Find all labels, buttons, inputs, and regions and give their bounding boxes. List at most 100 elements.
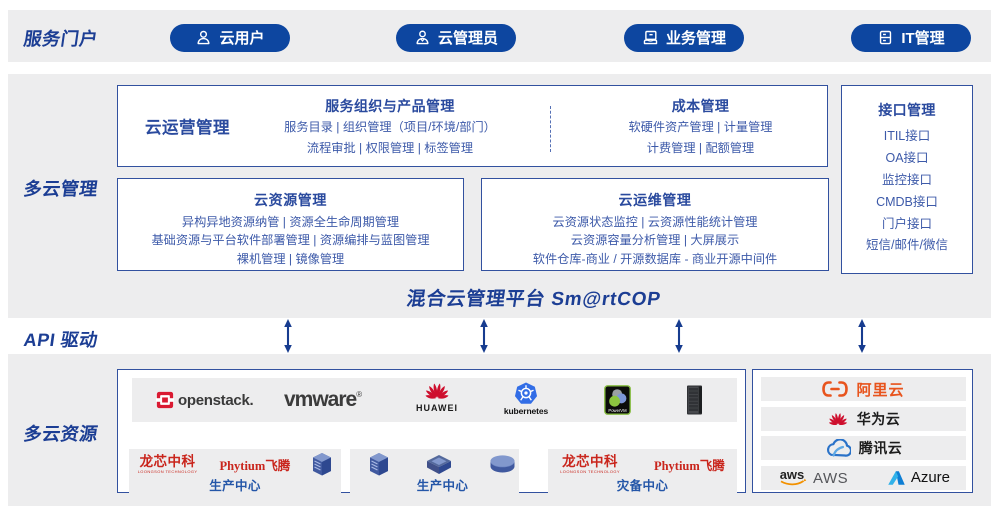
portal-pill-label: 云管理员	[437, 30, 498, 47]
portal-pill-business-mgmt[interactable]: 业务管理	[624, 23, 744, 52]
interface-item-itil: ITIL接口	[883, 129, 931, 143]
aws-logo: aws AWS	[777, 468, 848, 487]
svg-text:aws: aws	[780, 468, 805, 482]
cost-mgmt-heading: 成本管理	[671, 98, 730, 114]
service-org-product-heading: 服务组织与产品管理	[325, 98, 455, 114]
interface-item-monitor: 监控接口	[881, 172, 932, 187]
cost-mgmt-line1: 软硬件资产管理 | 计量管理	[628, 120, 773, 134]
dc-label: 灾备中心	[616, 478, 669, 493]
aws-text: AWS	[813, 470, 849, 487]
iso-server-icon	[313, 452, 332, 475]
cloud-ops-line3: 软件仓库-商业 / 开源数据库 - 商业开源中间件	[532, 251, 778, 266]
portal-pill-it-mgmt[interactable]: IT管理	[851, 23, 971, 52]
powervm-icon: PowerVM	[604, 385, 631, 415]
cloud-resource-heading: 云资源管理	[254, 192, 327, 208]
api-arrow-icon	[675, 319, 683, 353]
datacenter-production-2: 生产中心	[350, 449, 519, 497]
powervm-logo: PowerVM	[604, 385, 631, 415]
service-org-product-group: 服务组织与产品管理 服务目录 | 组织管理（项目/环境/部门） 流程审批 | 权…	[231, 86, 549, 156]
api-driven-label: API 驱动	[22, 330, 100, 350]
dc-brand-row: 龙芯中科 LOONGSON TECHNOLOGY Phytium飞腾	[129, 452, 341, 475]
cloud-operation-title: 云运营管理	[145, 119, 230, 137]
platform-title: 混合云管理平台 Sm@rtCOP	[405, 289, 663, 310]
huawei-flower-icon	[425, 383, 449, 399]
openstack-icon	[156, 391, 174, 409]
portal-pill-label: 业务管理	[665, 30, 726, 47]
cloud-resource-line2: 基础资源与平台软件部署管理 | 资源编排与蓝图管理	[151, 233, 430, 248]
cost-mgmt-group: 成本管理 软硬件资产管理 | 计量管理 计费管理 | 配额管理	[578, 86, 823, 156]
huaweicloud-row: 华为云	[761, 406, 966, 431]
business-monitor-icon	[643, 30, 658, 45]
alicloud-icon	[822, 381, 849, 397]
aws-icon: aws	[780, 468, 807, 486]
datacenter-disaster-recovery: 龙芯中科 LOONGSON TECHNOLOGY Phytium飞腾 灾备中心	[548, 449, 737, 497]
portal-pill-cloud-admin[interactable]: 云管理员	[396, 23, 516, 52]
openstack-logo: openstack.	[156, 378, 254, 422]
loongson-logo: 龙芯中科 LOONGSON TECHNOLOGY	[137, 453, 198, 474]
tencentcloud-row: 腾讯云	[761, 436, 966, 460]
service-portal-band: 服务门户 云用户 云管理员 业务管理	[8, 10, 991, 62]
aws-azure-row: aws AWS Azure	[761, 465, 966, 490]
cloud-resource-box: 云资源管理 异构异地资源纳管 | 资源全生命周期管理 基础资源与平台软件部署管理…	[117, 178, 464, 271]
kubernetes-wheel-icon	[514, 382, 538, 404]
portal-pill-label: IT管理	[901, 30, 945, 47]
cloud-resource-line3: 裸机管理 | 镜像管理	[236, 251, 345, 266]
azure-icon	[888, 470, 905, 485]
multicloud-resources-label: 多云资源	[22, 424, 100, 444]
cloud-resource-line1: 异构异地资源纳管 | 资源全生命周期管理	[181, 215, 400, 229]
iso-box-icon	[427, 455, 451, 474]
alicloud-row: 阿里云	[761, 377, 966, 401]
it-server-icon	[880, 30, 892, 45]
admin-user-icon	[416, 30, 429, 45]
api-arrow-icon	[480, 319, 488, 353]
public-clouds-box: 阿里云 华为云	[752, 369, 973, 493]
phytium-logo: Phytium飞腾	[653, 458, 725, 473]
service-org-product-line2: 流程审批 | 权限管理 | 标签管理	[306, 141, 474, 155]
dc-label: 生产中心	[209, 478, 261, 493]
service-portal-label: 服务门户	[22, 29, 100, 49]
dashed-divider	[550, 106, 551, 152]
huawei-flower-icon	[828, 412, 847, 425]
vmware-logo: vmware®	[284, 378, 362, 422]
cloud-operation-box: 云运营管理 服务组织与产品管理 服务目录 | 组织管理（项目/环境/部门） 流程…	[117, 85, 828, 167]
cloud-ops-line1: 云资源状态监控 | 云资源性能统计管理	[552, 215, 758, 229]
openstack-text: openstack.	[178, 391, 254, 409]
server-rack-icon	[687, 385, 702, 415]
interface-mgmt-box: 接口管理 ITIL接口 OA接口 监控接口 CMDB接口 门户接口 短信/邮件/…	[841, 85, 973, 274]
loongson-logo: 龙芯中科 LOONGSON TECHNOLOGY	[560, 453, 620, 474]
dc-label: 生产中心	[416, 478, 469, 493]
dc-icon-row	[358, 451, 527, 477]
svg-text:PowerVM: PowerVM	[608, 408, 627, 413]
api-arrow-icon	[858, 319, 866, 353]
azure-logo: Azure	[887, 469, 950, 486]
multicloud-management-label: 多云管理	[22, 179, 100, 199]
interface-item-cmdb: CMDB接口	[876, 194, 938, 209]
user-icon	[197, 30, 211, 45]
cloud-ops-line2: 云资源容量分析管理 | 大屏展示	[570, 233, 740, 248]
kubernetes-logo: kubernetes	[496, 382, 556, 416]
vmware-text: vmware®	[284, 388, 362, 411]
interface-item-oa: OA接口	[885, 150, 929, 165]
interface-item-portal: 门户接口	[881, 216, 932, 231]
iso-disk-icon	[490, 455, 515, 473]
cost-mgmt-line2: 计费管理 | 配额管理	[646, 141, 755, 155]
portal-pill-cloud-user[interactable]: 云用户	[170, 23, 290, 52]
dc-brand-row: 龙芯中科 LOONGSON TECHNOLOGY Phytium飞腾	[548, 453, 737, 475]
phytium-logo: Phytium飞腾	[219, 458, 291, 473]
private-resources-box: openstack. vmware®	[117, 369, 746, 497]
vendor-logos-strip: openstack. vmware®	[132, 378, 737, 422]
cloud-ops-heading: 云运维管理	[618, 192, 692, 208]
portal-pill-label: 云用户	[219, 30, 265, 47]
tencentcloud-icon	[826, 439, 851, 457]
api-arrow-icon	[284, 319, 292, 353]
kubernetes-text: kubernetes	[503, 406, 549, 416]
server-rack-image	[686, 385, 703, 415]
interface-item-sms: 短信/邮件/微信	[866, 238, 948, 253]
huawei-text: HUAWEI	[416, 403, 458, 413]
azure-text: Azure	[910, 469, 950, 486]
datacenter-production-1: 龙芯中科 LOONGSON TECHNOLOGY Phytium飞腾 生产中心	[129, 449, 341, 497]
huawei-logo: HUAWEI	[416, 381, 458, 413]
iso-server-icon	[370, 452, 388, 475]
huaweicloud-text: 华为云	[856, 410, 901, 427]
